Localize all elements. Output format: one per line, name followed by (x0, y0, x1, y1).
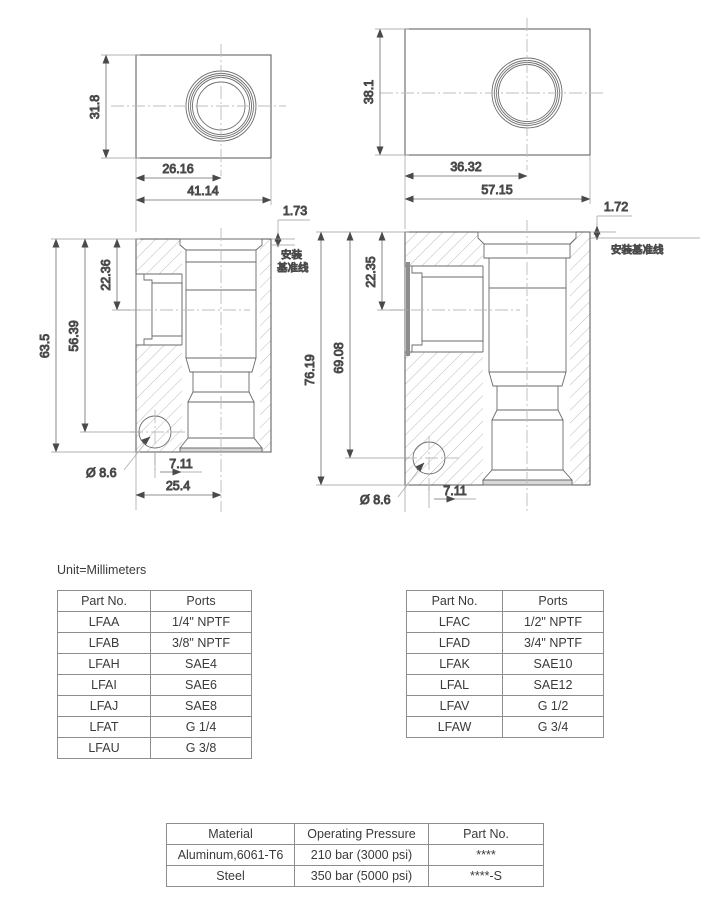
top-left-view-geometry (111, 44, 286, 176)
material-table: Material Operating Pressure Part No. Alu… (166, 823, 544, 887)
dim-63-5: 63.5 (38, 334, 52, 358)
unit-note: Unit=Millimeters (57, 563, 147, 577)
dim-41-14: 41.14 (187, 184, 218, 198)
table-cell-0: LFAC (406, 611, 503, 633)
table-cell-0: LFAB (57, 632, 151, 654)
dim-76-19: 76.19 (303, 354, 317, 385)
dim-7-11-left: 7.11 (169, 457, 192, 471)
table-cell-0: LFAK (406, 653, 503, 675)
dim-38-1: 38.1 (362, 80, 376, 104)
top-right-view-geometry (380, 18, 605, 170)
col-ports: Ports (150, 590, 252, 612)
table-cell-0: LFAH (57, 653, 151, 675)
dim-25-4: 25.4 (166, 479, 190, 493)
col-operating-pressure: Operating Pressure (294, 823, 429, 845)
table-cell-0: LFAJ (57, 695, 151, 717)
dim-22-35: 22.35 (364, 256, 378, 287)
top-right-dimensions: 38.1 36.32 57.15 (362, 28, 591, 229)
dim-57-15: 57.15 (481, 183, 512, 197)
datum-label-left-line2: 基准线 (277, 261, 309, 274)
table-cell-2: **** (428, 844, 544, 866)
table-cell-1: 210 bar (3000 psi) (294, 844, 429, 866)
dim-dia-8-6-right: Ø 8.6 (360, 493, 391, 507)
dim-1-73: 1.73 (283, 204, 307, 218)
table-cell-1: 1/2" NPTF (502, 611, 604, 633)
dim-22-36: 22.36 (99, 259, 113, 290)
table-cell-0: LFAL (406, 674, 503, 696)
table-cell-1: SAE10 (502, 653, 604, 675)
dim-36-32: 36.32 (450, 160, 481, 174)
dim-31-8: 31.8 (88, 95, 102, 119)
dim-dia-8-6-left: Ø 8.6 (86, 466, 117, 480)
table-cell-0: LFAT (57, 716, 151, 738)
table-cell-0: LFAV (406, 695, 503, 717)
table-cell-0: LFAW (406, 716, 503, 738)
left-section-dimensions: 63.5 56.39 22.36 1.73 安装 基准线 Ø 8.6 (38, 204, 310, 510)
table-cell-1: SAE6 (150, 674, 252, 696)
right-section-dimensions: 76.19 69.08 22.35 1.72 安装基准线 Ø 8.6 (303, 200, 700, 512)
table-cell-1: 3/8" NPTF (150, 632, 252, 654)
col-material: Material (166, 823, 295, 845)
table-cell-0: Aluminum,6061-T6 (166, 844, 295, 866)
table-cell-1: SAE12 (502, 674, 604, 696)
table-cell-1: 350 bar (5000 psi) (294, 865, 429, 887)
table-cell-1: SAE4 (150, 653, 252, 675)
table-header-row: Part No. Ports (406, 590, 604, 612)
table-cell-0: LFAU (57, 737, 151, 759)
right-section-geometry (390, 220, 591, 512)
dim-26-16: 26.16 (162, 162, 193, 176)
table-cell-1: G 1/4 (150, 716, 252, 738)
table-header-row: Part No. Ports (57, 590, 252, 612)
table-cell-0: LFAA (57, 611, 151, 633)
datum-label-left-line1: 安装 (281, 248, 302, 261)
table-cell-1: 1/4" NPTF (150, 611, 252, 633)
dim-7-11-right: 7.11 (443, 484, 466, 498)
col-ports: Ports (502, 590, 604, 612)
datum-label-right: 安装基准线 (611, 243, 664, 256)
table-cell-1: G 3/4 (502, 716, 604, 738)
table-cell-0: LFAD (406, 632, 503, 654)
dim-1-72: 1.72 (604, 200, 628, 214)
col-part-no: Part No. (57, 590, 151, 612)
table-cell-1: G 1/2 (502, 695, 604, 717)
table-cell-0: LFAI (57, 674, 151, 696)
col-part-no: Part No. (428, 823, 544, 845)
table-cell-0: Steel (166, 865, 295, 887)
col-part-no: Part No. (406, 590, 503, 612)
table-cell-1: G 3/8 (150, 737, 252, 759)
left-section-geometry (118, 228, 272, 512)
top-left-dimensions: 31.8 26.16 41.14 (88, 54, 272, 232)
table-cell-1: 3/4" NPTF (502, 632, 604, 654)
table-header-row: Material Operating Pressure Part No. (166, 823, 544, 845)
dim-69-08: 69.08 (332, 342, 346, 373)
dim-56-39: 56.39 (67, 320, 81, 351)
table-cell-2: ****-S (428, 865, 544, 887)
table-cell-1: SAE8 (150, 695, 252, 717)
